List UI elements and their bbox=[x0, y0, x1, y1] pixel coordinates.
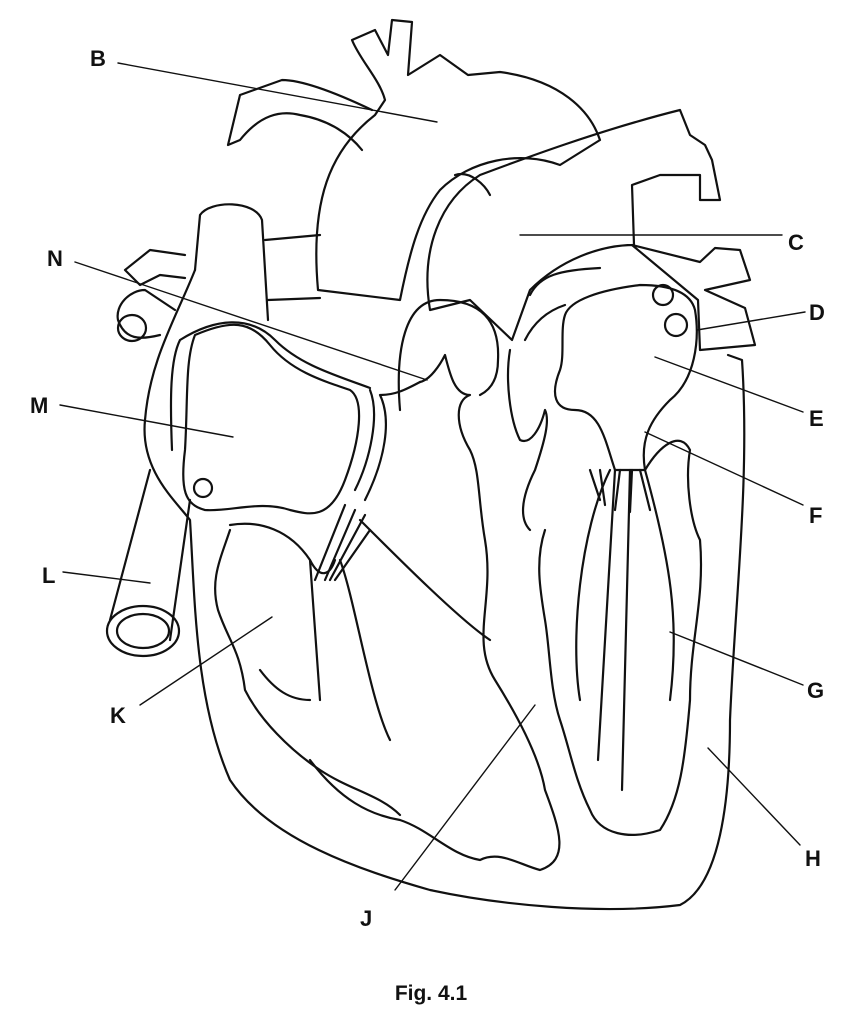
label-l: L bbox=[42, 563, 56, 588]
label-m: M bbox=[30, 393, 49, 418]
left-atrium-wall bbox=[506, 303, 567, 532]
pulmonary-artery bbox=[426, 108, 722, 342]
label-e: E bbox=[809, 406, 824, 431]
pulmonary-vein-left-upper bbox=[263, 233, 322, 302]
right-atrium bbox=[182, 323, 361, 515]
pulmonary-vein-opening bbox=[663, 312, 689, 338]
label-n: N bbox=[47, 246, 63, 271]
right-atrium-wall bbox=[169, 321, 372, 452]
leader-lines bbox=[59, 62, 806, 891]
coronary-sinus bbox=[192, 477, 214, 499]
label-g: G bbox=[807, 678, 825, 703]
label-c: C bbox=[788, 230, 804, 255]
chordae-tendineae-right bbox=[313, 503, 372, 582]
atrial-septum bbox=[353, 298, 500, 502]
pulmonary-trunk-edge bbox=[453, 172, 492, 197]
aorta bbox=[315, 18, 602, 302]
label-d: D bbox=[809, 300, 825, 325]
inferior-vena-cava-lumen bbox=[115, 612, 171, 650]
inferior-vena-cava-opening bbox=[105, 604, 181, 658]
label-j: J bbox=[360, 906, 373, 931]
vessel-opening bbox=[116, 313, 148, 343]
heart-outline bbox=[143, 266, 746, 911]
brachiocephalic-branch bbox=[226, 78, 374, 152]
pulmonary-veins bbox=[630, 243, 757, 352]
papillary-muscles-left bbox=[575, 468, 675, 792]
figure-caption: Fig. 4.1 bbox=[394, 982, 468, 1005]
label-k: K bbox=[110, 703, 126, 728]
tricuspid-valve bbox=[228, 518, 492, 742]
label-h: H bbox=[805, 846, 821, 871]
mitral-valve bbox=[538, 439, 703, 836]
right-ventricle bbox=[214, 528, 402, 817]
label-f: F bbox=[809, 503, 823, 528]
superior-vena-cava bbox=[193, 203, 270, 322]
vein-right-branch bbox=[123, 248, 187, 287]
aortic-valve bbox=[308, 353, 561, 872]
left-atrium bbox=[553, 283, 698, 472]
label-b: B bbox=[90, 46, 106, 71]
pulmonary-vein-opening bbox=[651, 283, 675, 307]
chordae-tendineae-left bbox=[588, 468, 652, 514]
